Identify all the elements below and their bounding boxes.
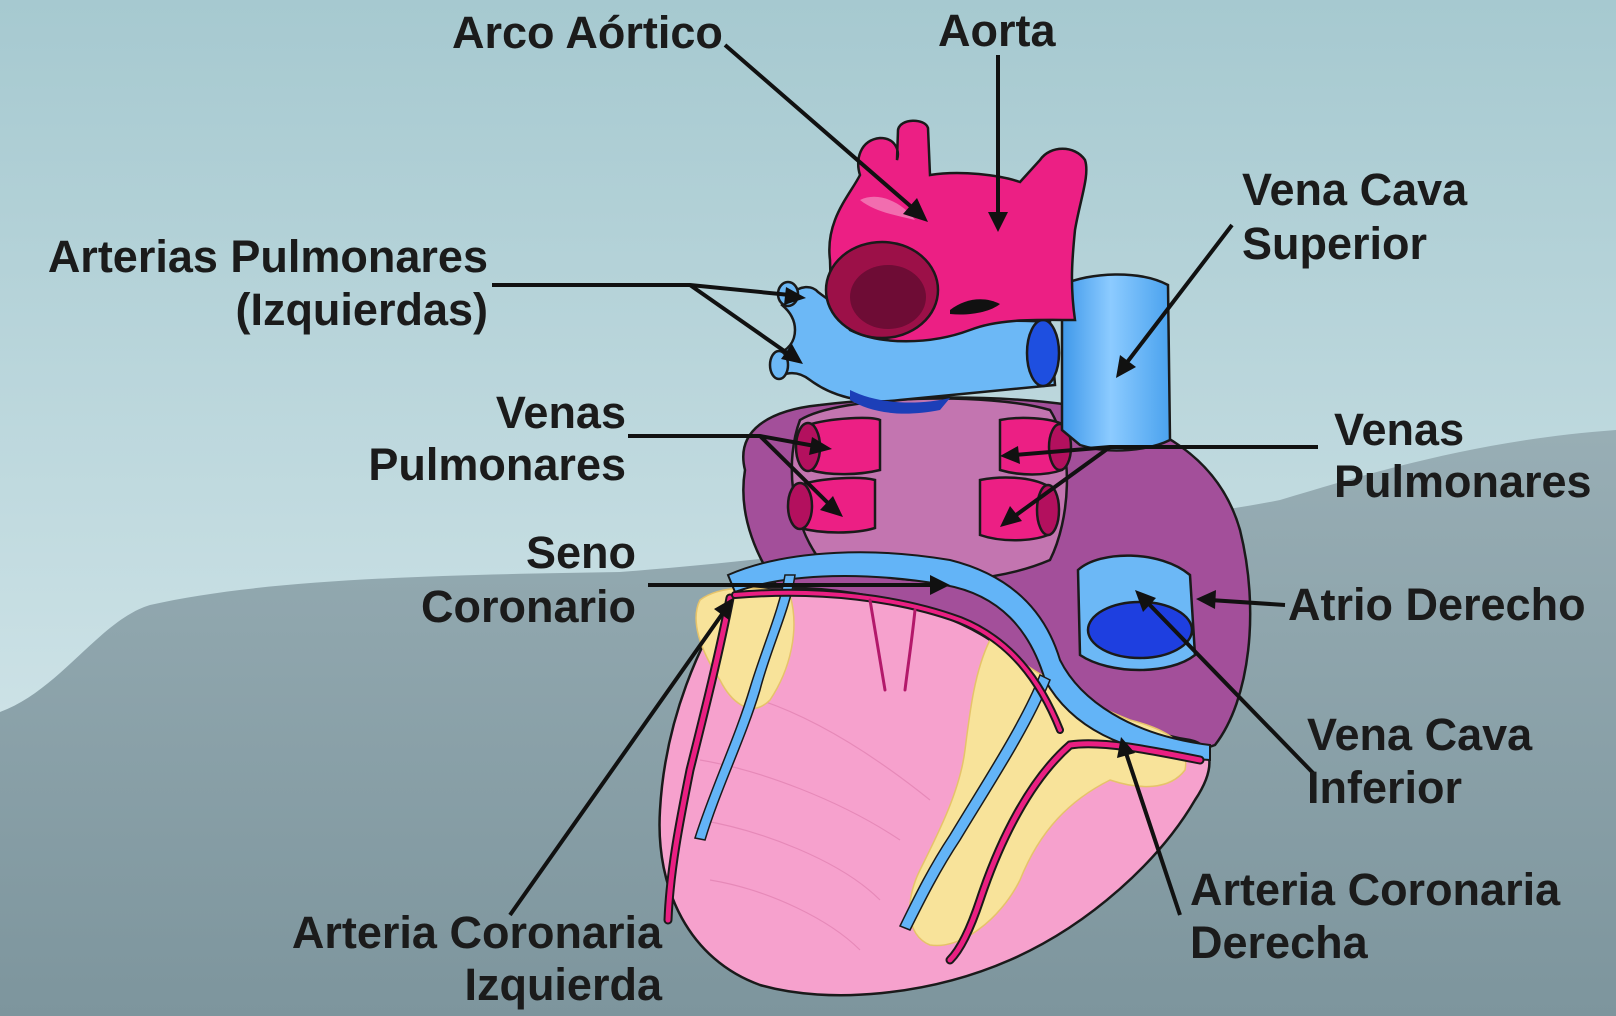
label-venas-pulmonares-izq-line2: Pulmonares (368, 439, 626, 490)
label-arteria-coronaria-izquierda-line1: Arteria Coronaria (292, 907, 663, 958)
label-arteria-coronaria-izquierda-line2: Izquierda (464, 959, 663, 1010)
label-seno-coronario-line1: Seno (526, 527, 636, 578)
label-arteria-coronaria-derecha-line1: Arteria Coronaria (1190, 864, 1561, 915)
label-aorta: Aorta (938, 5, 1056, 56)
label-vena-cava-superior-line1: Vena Cava (1242, 164, 1468, 215)
superior-vena-cava (1062, 274, 1170, 450)
label-vena-cava-inferior-line2: Inferior (1307, 762, 1462, 813)
inferior-vena-cava (1078, 556, 1195, 670)
label-arterias-pulmonares-line2: (Izquierdas) (235, 284, 488, 335)
label-vena-cava-superior-line2: Superior (1242, 218, 1427, 269)
label-vena-cava-inferior-line1: Vena Cava (1307, 709, 1533, 760)
label-venas-pulmonares-izq-line1: Venas (496, 387, 626, 438)
label-arteria-coronaria-derecha-line2: Derecha (1190, 917, 1369, 968)
label-venas-pulmonares-der-line1: Venas (1334, 404, 1464, 455)
label-seno-coronario-line2: Coronario (421, 581, 636, 632)
label-arco-aortico: Arco Aórtico (452, 7, 723, 58)
label-venas-pulmonares-der-line2: Pulmonares (1334, 456, 1592, 507)
label-arterias-pulmonares-line1: Arterias Pulmonares (48, 231, 488, 282)
label-atrio-derecho: Atrio Derecho (1288, 579, 1586, 630)
